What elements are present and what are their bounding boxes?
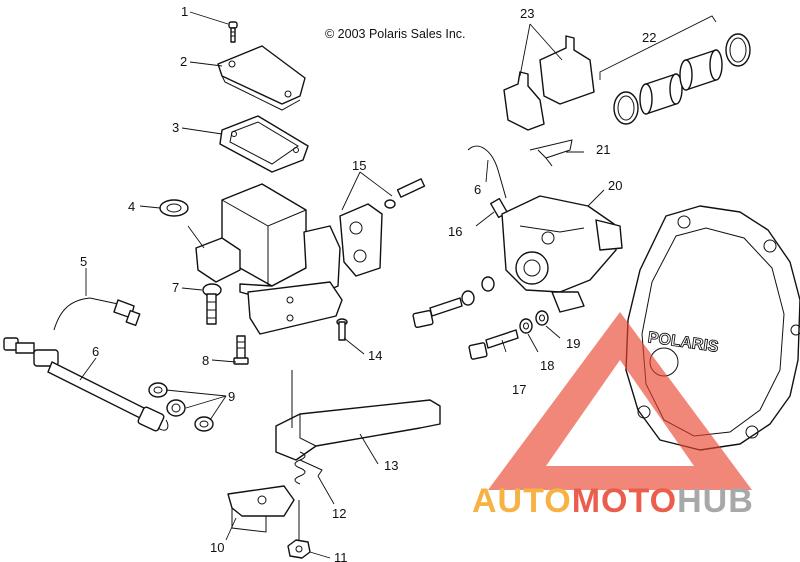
part-bolt-8 xyxy=(233,335,249,365)
callout-6-right: 6 xyxy=(474,182,481,197)
watermark: AUTOMOTOHUB xyxy=(472,312,754,520)
callout-7: 7 xyxy=(172,280,179,295)
callout-17: 17 xyxy=(512,382,526,397)
callout-14: 14 xyxy=(368,348,382,363)
part-bolts-17 xyxy=(412,276,519,360)
part-washers-18-19 xyxy=(519,310,549,334)
callout-numbers: 1 2 3 4 5 6 7 8 9 10 11 12 13 14 15 16 6… xyxy=(80,4,656,562)
callout-9: 9 xyxy=(228,389,235,404)
part-cover-2 xyxy=(217,45,306,111)
callout-19: 19 xyxy=(566,336,580,351)
watermark-moto: MOTO xyxy=(572,482,677,520)
part-lever-13 xyxy=(275,370,441,461)
part-bolt-7 xyxy=(202,283,222,325)
part-master-cylinder-body xyxy=(195,183,343,335)
callout-12: 12 xyxy=(332,506,346,521)
watermark-triangle-logo xyxy=(488,312,752,490)
callout-5: 5 xyxy=(80,254,87,269)
callout-8: 8 xyxy=(202,353,209,368)
part-brake-line-6b xyxy=(467,145,507,199)
part-seal-4 xyxy=(159,199,189,217)
part-pin-14 xyxy=(336,318,348,341)
leader-lines xyxy=(79,11,605,559)
part-screw-1 xyxy=(228,21,238,43)
callout-18: 18 xyxy=(540,358,554,373)
callout-6-left: 6 xyxy=(92,344,99,359)
part-brake-pads-23 xyxy=(503,35,595,131)
callout-11: 11 xyxy=(334,550,348,562)
part-clip-21 xyxy=(529,139,573,167)
part-gasket-3 xyxy=(219,115,309,173)
part-spring-12 xyxy=(294,451,323,485)
part-bracket-10 xyxy=(227,485,295,533)
part-caliper-20 xyxy=(501,195,623,313)
callout-3: 3 xyxy=(172,120,179,135)
callout-4: 4 xyxy=(128,199,135,214)
callout-20: 20 xyxy=(608,178,622,193)
callout-23: 23 xyxy=(520,6,534,21)
callout-1: 1 xyxy=(181,4,188,19)
callout-10: 10 xyxy=(210,540,224,555)
part-clamp-15 xyxy=(339,178,426,277)
part-brake-line-6a xyxy=(3,337,169,432)
copyright-text: © 2003 Polaris Sales Inc. xyxy=(325,27,466,41)
callout-16: 16 xyxy=(448,224,462,239)
watermark-auto: AUTO xyxy=(472,482,572,520)
watermark-hub: HUB xyxy=(677,482,754,520)
part-washers-9 xyxy=(148,382,214,432)
callout-15: 15 xyxy=(352,158,366,173)
watermark-brand-text: AUTOMOTOHUB xyxy=(472,482,754,520)
part-nut-11 xyxy=(287,500,311,559)
callout-2: 2 xyxy=(180,54,187,69)
callout-22: 22 xyxy=(642,30,656,45)
callout-13: 13 xyxy=(384,458,398,473)
part-pistons-22 xyxy=(599,15,751,125)
part-sensor-5 xyxy=(53,297,141,331)
callout-21: 21 xyxy=(596,142,610,157)
part-drive-cover: POLARIS xyxy=(625,205,800,451)
